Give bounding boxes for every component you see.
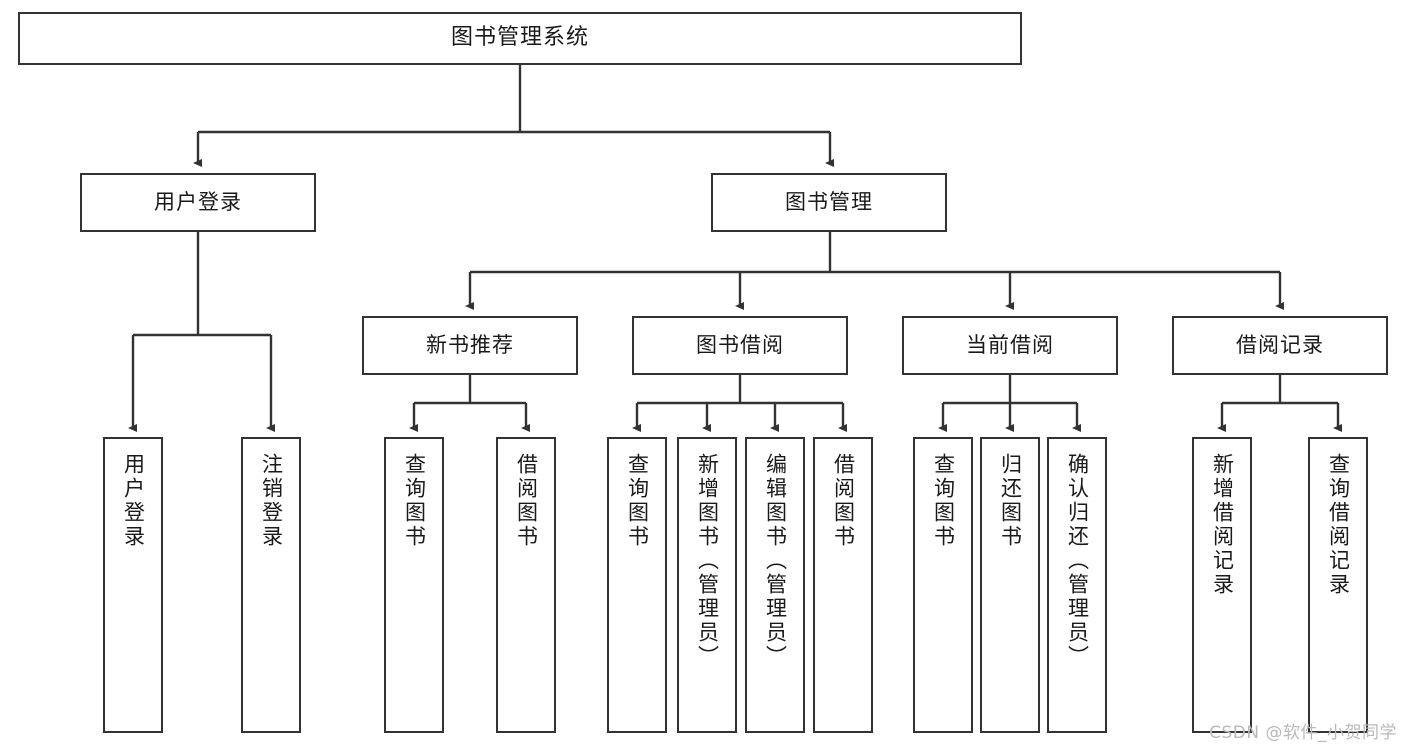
node-leaf-rec-query-book-label: 查询图书 — [402, 453, 427, 549]
node-leaf-record-add[interactable]: 新增借阅记录 — [1192, 437, 1252, 733]
node-leaf-borrow-query-book[interactable]: 查询图书 — [607, 437, 667, 733]
node-leaf-user-login[interactable]: 用户登录 — [103, 437, 163, 733]
node-leaf-current-confirm-return[interactable]: 确认归还（管理员） — [1047, 437, 1107, 733]
node-root[interactable]: 图书管理系统 — [18, 12, 1022, 65]
node-leaf-rec-borrow-book[interactable]: 借阅图书 — [496, 437, 556, 733]
node-leaf-borrow-edit-book-label: 编辑图书（管理员） — [763, 453, 788, 669]
node-leaf-borrow-borrow-book-label: 借阅图书 — [831, 453, 856, 549]
node-leaf-borrow-borrow-book[interactable]: 借阅图书 — [813, 437, 873, 733]
node-leaf-current-return-book[interactable]: 归还图书 — [980, 437, 1040, 733]
node-book-manage[interactable]: 图书管理 — [711, 173, 947, 232]
node-user-login[interactable]: 用户登录 — [80, 173, 316, 232]
node-leaf-current-confirm-return-label: 确认归还（管理员） — [1065, 453, 1090, 669]
node-leaf-rec-borrow-book-label: 借阅图书 — [514, 453, 539, 549]
node-leaf-logout[interactable]: 注销登录 — [241, 437, 301, 733]
node-book-borrow-label: 图书借阅 — [696, 332, 784, 357]
node-leaf-rec-query-book[interactable]: 查询图书 — [384, 437, 444, 733]
node-borrow-record-label: 借阅记录 — [1236, 332, 1324, 357]
node-leaf-borrow-edit-book[interactable]: 编辑图书（管理员） — [745, 437, 805, 733]
node-leaf-borrow-add-book[interactable]: 新增图书（管理员） — [677, 437, 737, 733]
node-leaf-current-query-book[interactable]: 查询图书 — [913, 437, 973, 733]
node-current-borrow[interactable]: 当前借阅 — [902, 316, 1118, 375]
node-leaf-current-return-book-label: 归还图书 — [998, 453, 1023, 549]
watermark: CSDN @软件_小贺同学 — [1209, 723, 1397, 743]
node-book-manage-label: 图书管理 — [785, 189, 873, 214]
node-book-borrow[interactable]: 图书借阅 — [632, 316, 848, 375]
node-leaf-record-add-label: 新增借阅记录 — [1210, 453, 1235, 597]
node-leaf-record-query[interactable]: 查询借阅记录 — [1308, 437, 1368, 733]
node-new-book-recommend-label: 新书推荐 — [426, 332, 514, 357]
node-leaf-borrow-add-book-label: 新增图书（管理员） — [695, 453, 720, 669]
node-leaf-logout-label: 注销登录 — [259, 453, 284, 549]
node-leaf-record-query-label: 查询借阅记录 — [1326, 453, 1351, 597]
node-leaf-current-query-book-label: 查询图书 — [931, 453, 956, 549]
node-root-label: 图书管理系统 — [450, 25, 589, 51]
node-leaf-user-login-label: 用户登录 — [121, 453, 146, 549]
node-new-book-recommend[interactable]: 新书推荐 — [362, 316, 578, 375]
node-current-borrow-label: 当前借阅 — [966, 332, 1054, 357]
node-user-login-label: 用户登录 — [154, 189, 242, 214]
node-leaf-borrow-query-book-label: 查询图书 — [625, 453, 650, 549]
node-borrow-record[interactable]: 借阅记录 — [1172, 316, 1388, 375]
